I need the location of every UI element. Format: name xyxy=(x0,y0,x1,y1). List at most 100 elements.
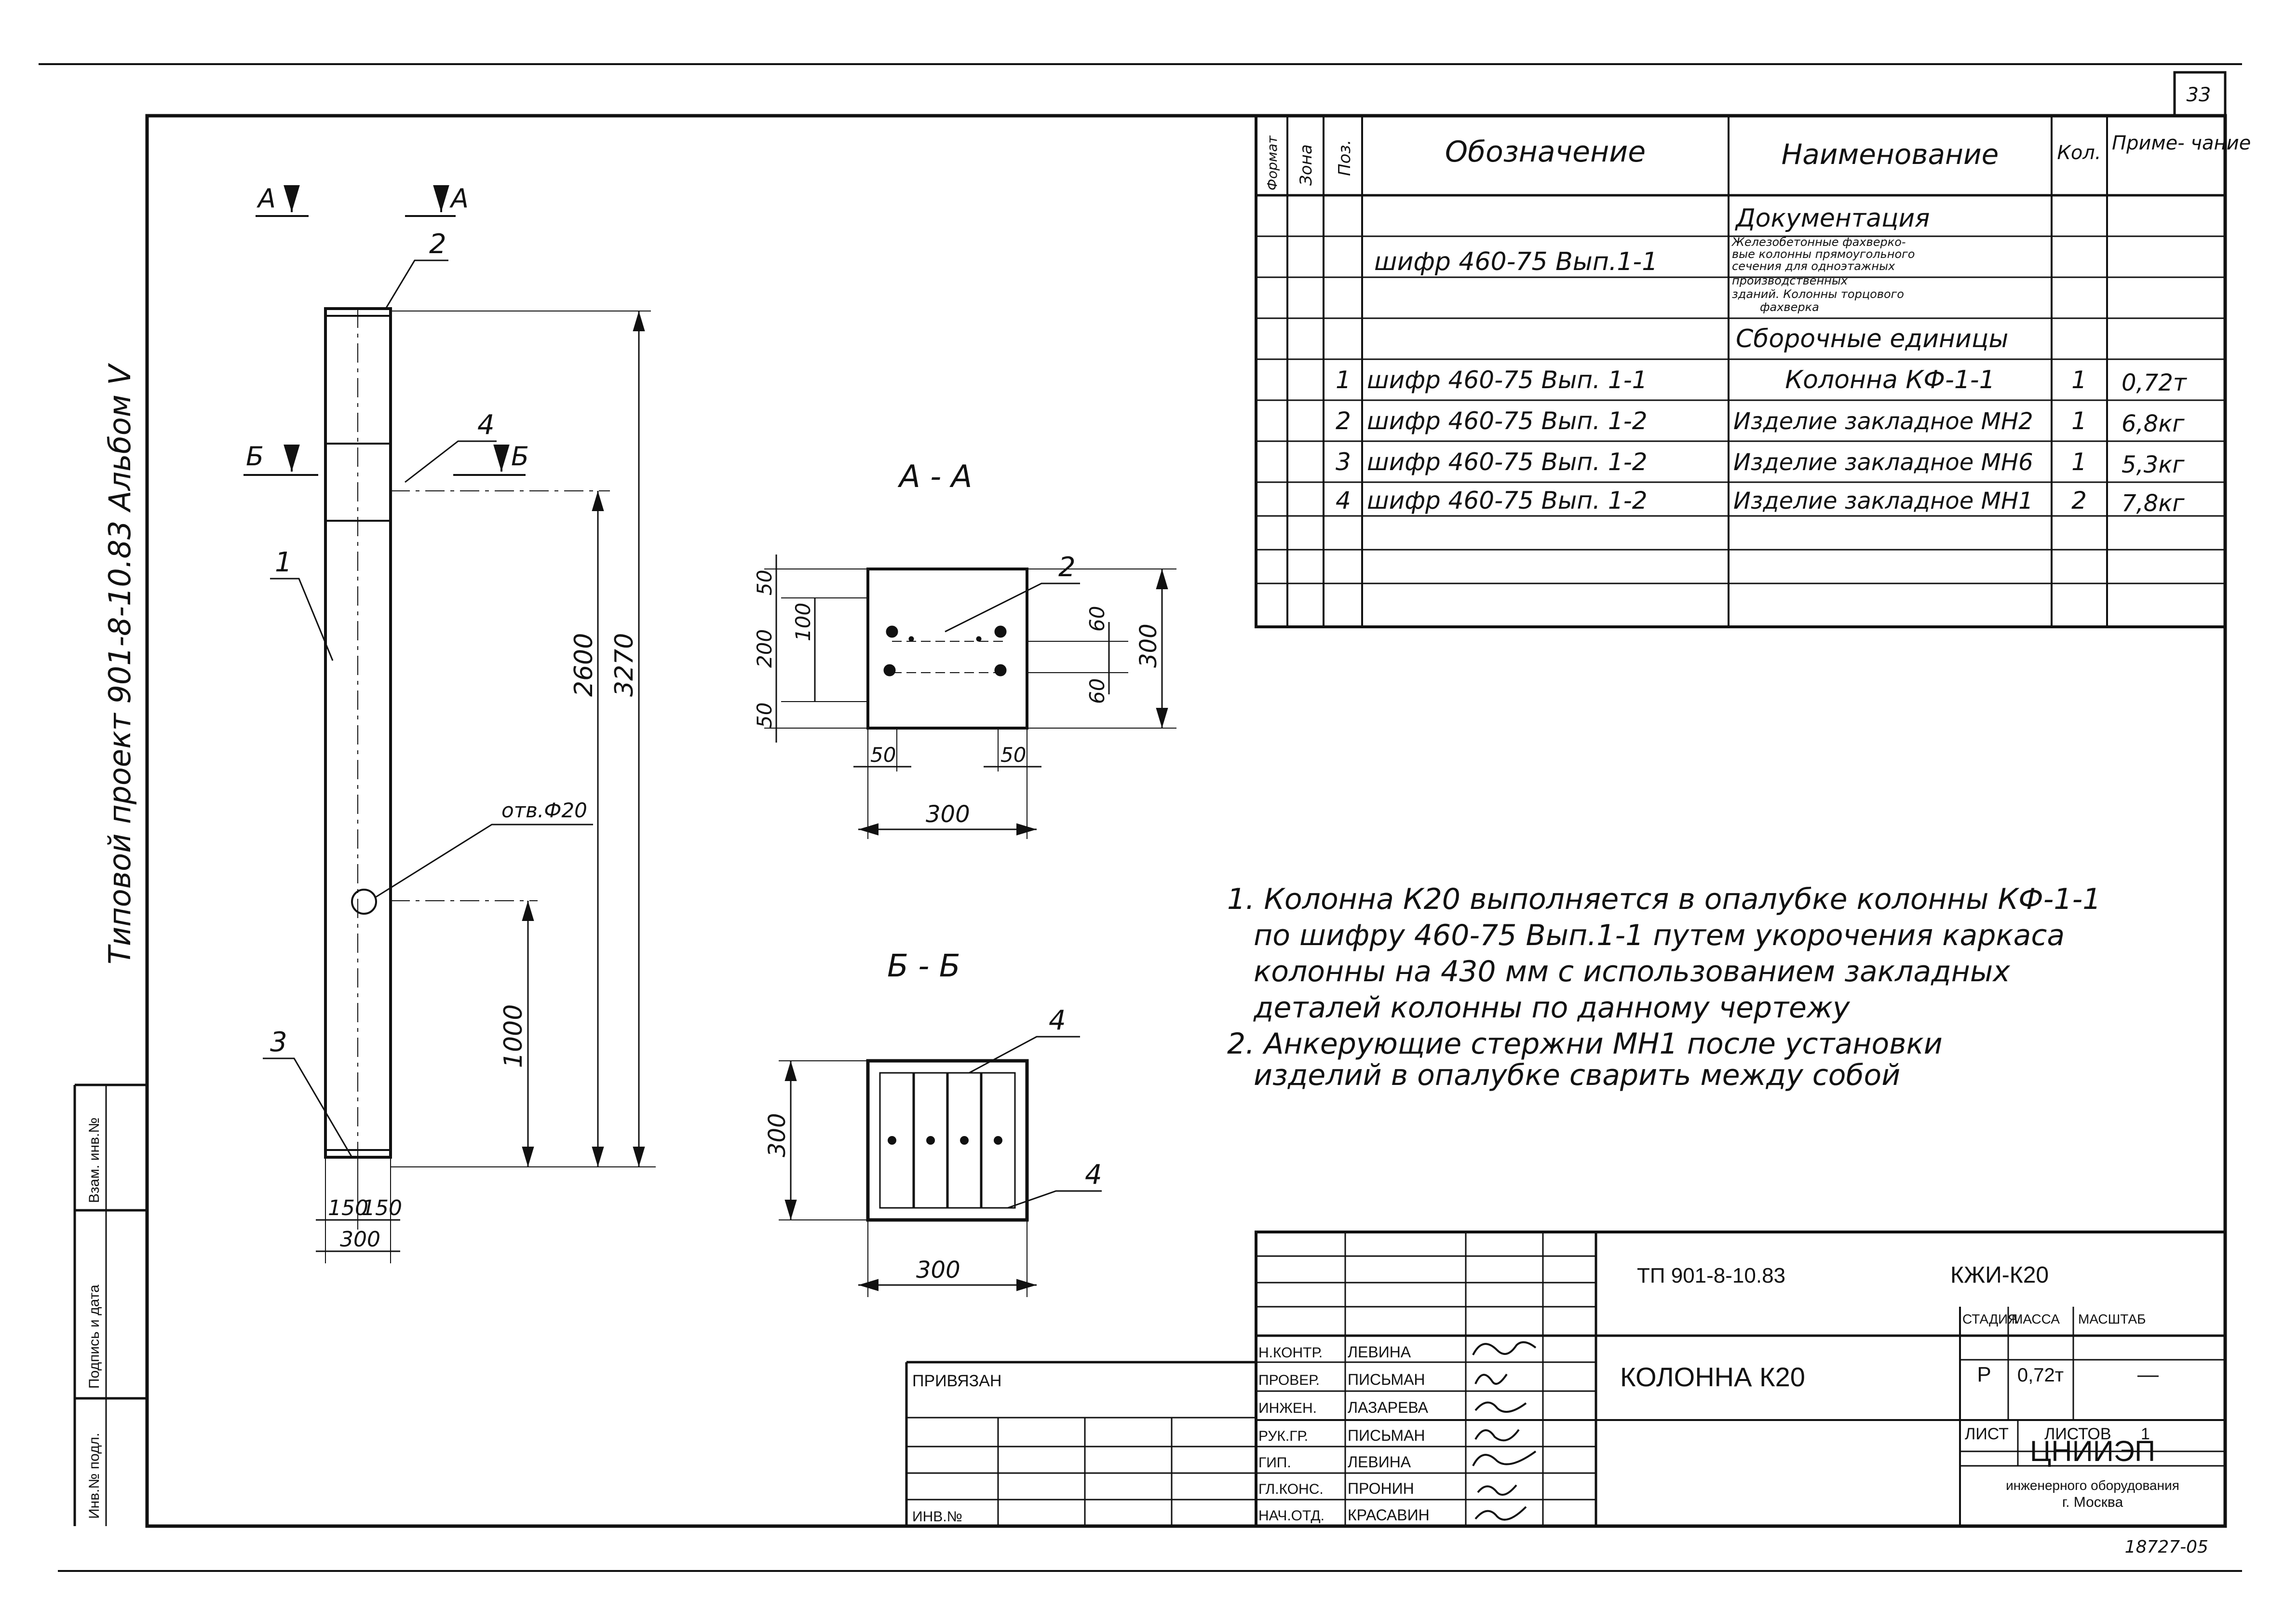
elev-pos-4: 4 xyxy=(477,409,495,441)
spec-doc-designation: шифр 460-75 Вып.1-1 xyxy=(1374,247,1658,276)
aa-dim-300-right: 300 xyxy=(1135,623,1162,668)
tb-scale-label: МАСШТАБ xyxy=(2078,1312,2146,1326)
section-aa-title: А - А xyxy=(897,459,972,495)
tb-name-4: ПИСЬМАН xyxy=(1348,1427,1425,1444)
signatures xyxy=(1472,1341,1537,1521)
spec-doc-name-line-1: Железобетонные фахверко- xyxy=(1731,235,1906,249)
spec-header-name: Наименование xyxy=(1782,138,1999,171)
elev-dim-1000: 1000 xyxy=(499,1004,528,1068)
section-bb xyxy=(779,1036,1102,1297)
spec-doc-name-line-4: производственных xyxy=(1732,274,1848,287)
spec-doc-name-line-6: фахверка xyxy=(1760,300,1819,314)
spec-row-3-designation: шифр 460-75 Вып. 1-2 xyxy=(1367,448,1648,476)
tb-privyazan: ПРИВЯЗАН xyxy=(912,1372,1001,1390)
spec-header-note: Приме- чание xyxy=(2112,132,2251,154)
elev-dim-2600: 2600 xyxy=(569,633,598,697)
spec-row-3-pos: 3 xyxy=(1336,448,1351,476)
aa-dim-100: 100 xyxy=(791,603,815,641)
tb-org-line-2: инженерного оборудования xyxy=(2006,1478,2179,1493)
aa-dim-200: 200 xyxy=(753,629,776,668)
elev-hole-label: отв.Ф20 xyxy=(501,798,587,822)
tb-name-5: ЛЕВИНА xyxy=(1348,1453,1411,1471)
spec-row-1-pos: 1 xyxy=(1336,366,1351,394)
aa-dim-60-top: 60 xyxy=(1085,606,1109,632)
spec-header-zone: Зона xyxy=(1297,144,1316,186)
bb-dim-300-left: 300 xyxy=(764,1113,791,1157)
tb-role-7: НАЧ.ОТД. xyxy=(1258,1508,1324,1524)
section-bb-pos-4-bottom: 4 xyxy=(1085,1159,1102,1191)
spec-row-4-qty: 2 xyxy=(2071,487,2087,514)
elev-pos-3: 3 xyxy=(270,1027,287,1058)
spec-row-3-qty: 1 xyxy=(2071,448,2087,476)
section-bb-rods xyxy=(888,1136,1002,1145)
note-line-1: 1. Колонна К20 выполняется в опалубке ко… xyxy=(1227,882,2101,916)
tb-inv-no: ИНВ.№ xyxy=(912,1509,962,1525)
spec-row-2-qty: 1 xyxy=(2071,407,2087,435)
aa-dim-60-bot: 60 xyxy=(1085,678,1109,704)
spec-row-4-note: 7,8кг xyxy=(2122,490,2185,517)
spec-row-1-qty: 1 xyxy=(2071,366,2087,394)
spec-header-qty: Кол. xyxy=(2057,142,2101,164)
tb-role-2: ПРОВЕР. xyxy=(1258,1372,1320,1388)
spec-row-4-pos: 4 xyxy=(1336,487,1351,514)
sheet-number: 33 xyxy=(2187,84,2211,106)
tb-title: КОЛОННА К20 xyxy=(1620,1362,1805,1392)
spec-row-1-note: 0,72т xyxy=(2122,369,2188,396)
spec-row-2-note: 6,8кг xyxy=(2122,410,2185,437)
spec-section-assembly: Сборочные единицы xyxy=(1736,325,2008,353)
aa-dim-50-left: 50 xyxy=(870,743,896,767)
spec-header-pos: Поз. xyxy=(1335,140,1354,176)
tb-role-1: Н.КОНТР. xyxy=(1258,1345,1323,1361)
tb-org-name: ЦНИИЭП xyxy=(2030,1435,2155,1467)
elev-section-a-right: А xyxy=(449,183,469,214)
section-bb-pos-4-top: 4 xyxy=(1049,1005,1066,1036)
tb-scale: — xyxy=(2137,1363,2159,1386)
elev-section-b-right: Б xyxy=(511,441,529,472)
spec-row-1-name: Колонна КФ-1-1 xyxy=(1785,365,1995,394)
tb-sheet-label: ЛИСТ xyxy=(1965,1425,2009,1443)
tb-mass: 0,72т xyxy=(2017,1365,2064,1386)
spec-row-3-note: 5,3кг xyxy=(2122,451,2185,478)
spec-row-4-name: Изделие закладное МН1 xyxy=(1733,487,2033,514)
tb-stage: Р xyxy=(1977,1363,1991,1386)
tb-doc-code: ТП 901-8-10.83 xyxy=(1637,1264,1785,1287)
tb-org-line-3: г. Москва xyxy=(2062,1494,2123,1510)
aa-dim-50-bot: 50 xyxy=(753,703,776,728)
tb-name-6: ПРОНИН xyxy=(1348,1480,1414,1497)
aa-dim-300-bottom: 300 xyxy=(926,801,970,828)
spec-section-documentation: Документация xyxy=(1735,204,1930,233)
tb-name-1: ЛЕВИНА xyxy=(1348,1343,1411,1361)
section-aa-pos-2: 2 xyxy=(1058,552,1076,583)
title-block xyxy=(905,1231,2227,1528)
spec-table xyxy=(1255,114,2227,628)
tb-role-6: ГЛ.КОНС. xyxy=(1258,1481,1324,1497)
aa-dim-50-top: 50 xyxy=(753,570,776,595)
aa-dim-50-right: 50 xyxy=(1000,743,1026,767)
side-box-signature-date: Подпись и дата xyxy=(86,1285,102,1389)
spec-doc-name-line-2: вые колонны прямоугольного xyxy=(1732,247,1915,261)
elev-dim-150b: 150 xyxy=(362,1196,402,1220)
side-box-inv-podl: Инв.№ подл. xyxy=(86,1433,102,1519)
spec-row-1-designation: шифр 460-75 Вып. 1-1 xyxy=(1367,366,1648,394)
tb-sheets-label: ЛИСТОВ xyxy=(2044,1425,2111,1443)
note-line-6: изделий в опалубке сварить между собой xyxy=(1254,1058,1900,1092)
tb-name-7: КРАСАВИН xyxy=(1348,1506,1430,1524)
note-line-5: 2. Анкерующие стержни МН1 после установк… xyxy=(1227,1027,1943,1061)
side-box-replace-inv: Взам. инв.№ xyxy=(86,1117,102,1203)
spec-doc-name-line-5: зданий. Колонны торцового xyxy=(1732,287,1904,301)
bb-dim-300-bottom: 300 xyxy=(916,1257,960,1284)
tb-name-3: ЛАЗАРЕВА xyxy=(1348,1399,1429,1416)
note-line-2: по шифру 460-75 Вып.1-1 путем укорочения… xyxy=(1254,919,2065,952)
note-line-3: колонны на 430 мм с использованием закла… xyxy=(1254,955,2010,988)
side-title: Типовой проект 901-8-10.83 Альбом V xyxy=(102,363,137,964)
spec-header-designation: Обозначение xyxy=(1445,135,1646,169)
tb-role-4: РУК.ГР. xyxy=(1258,1428,1308,1444)
spec-doc-name-line-3: сечения для одноэтажных xyxy=(1732,259,1895,273)
column-elevation xyxy=(243,185,656,1263)
note-line-4: деталей колонны по данному чертежу xyxy=(1253,991,1851,1025)
tb-stage-label: СТАДИЯ xyxy=(1962,1312,2017,1326)
spec-row-2-pos: 2 xyxy=(1336,407,1351,435)
tb-sheet-code: КЖИ-К20 xyxy=(1950,1262,2049,1288)
elev-dim-150a: 150 xyxy=(328,1196,368,1220)
